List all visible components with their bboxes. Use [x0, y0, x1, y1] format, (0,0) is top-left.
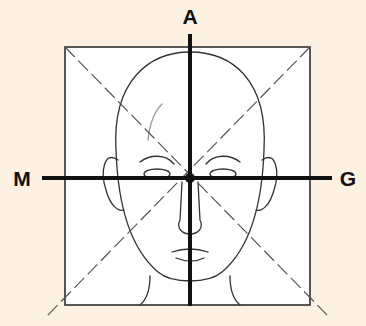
diagonal-lines — [45, 47, 330, 318]
axis-letter: A — [182, 6, 197, 27]
center-point — [185, 173, 195, 183]
axis-letter: G — [340, 168, 356, 189]
axis-letter: M — [13, 168, 31, 189]
vertical-axis — [188, 34, 192, 306]
